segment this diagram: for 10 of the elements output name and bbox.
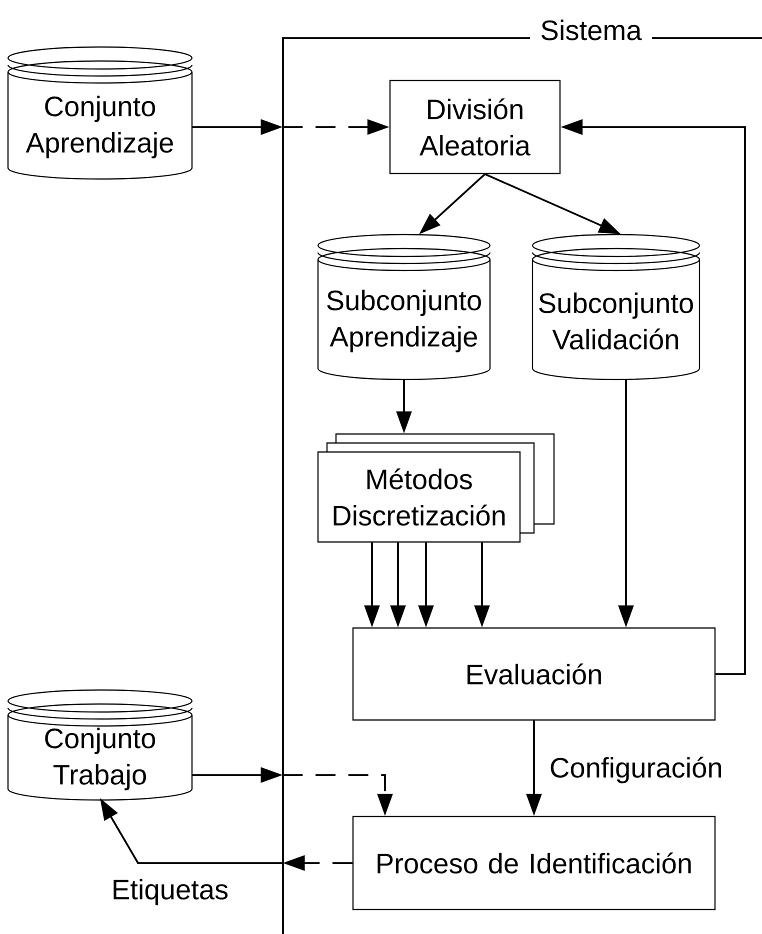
edge-label: Etiquetas [110,878,230,906]
stacked-process-box: Métodos Discretización [317,433,555,543]
process-box: División Aleatoria [389,80,561,174]
process-box: Evaluación [352,627,716,721]
edge-label: Configuración [548,756,724,784]
database-cylinder: Conjunto Aprendizaje [7,46,193,180]
process-box: Proceso de Identificación [352,816,716,910]
database-cylinder: Subconjunto Validación [532,234,700,380]
database-cylinder: Conjunto Trabajo [7,689,193,801]
database-cylinder: Subconjunto Aprendizaje [317,234,491,380]
